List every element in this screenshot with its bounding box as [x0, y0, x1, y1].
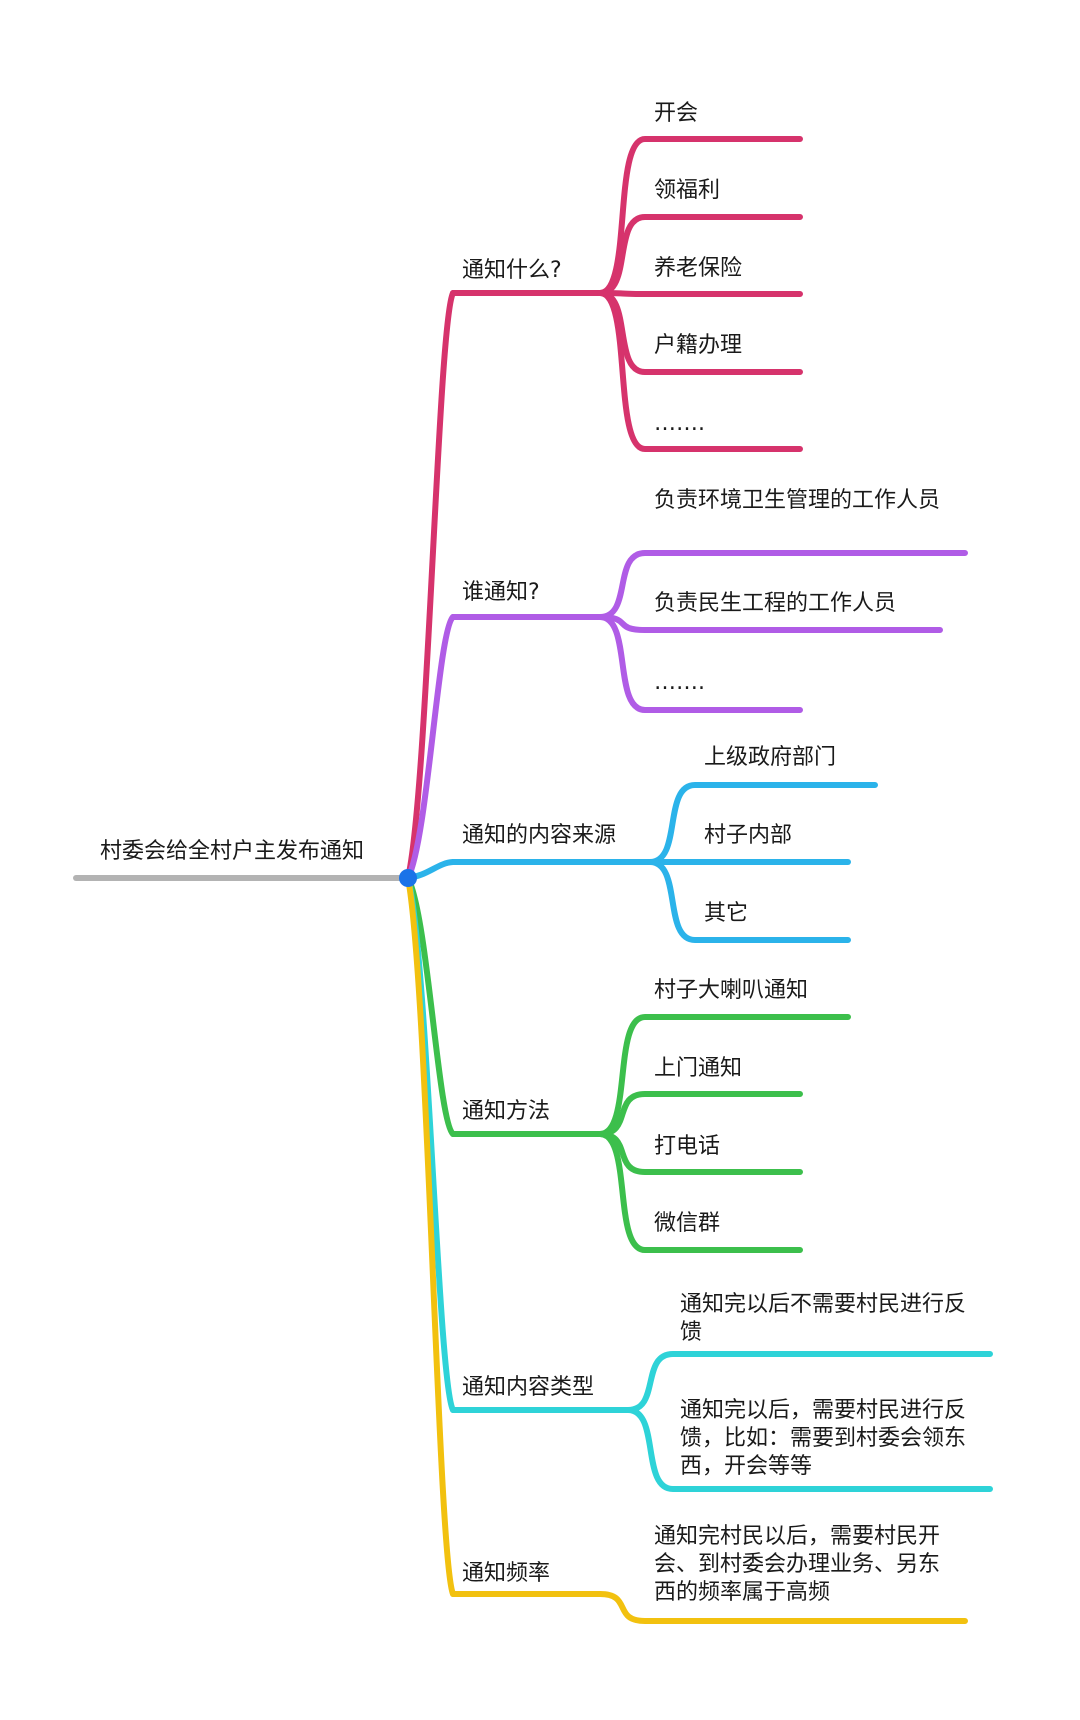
leaf-label: …….	[654, 670, 705, 695]
leaf-label: 养老保险	[654, 256, 743, 281]
root-node	[399, 869, 417, 887]
leaf-connector	[647, 859, 851, 943]
leaf-label: 开会	[654, 101, 699, 126]
leaf-label: 村子内部	[704, 823, 793, 848]
leaf-label: 户籍办理	[654, 333, 743, 358]
leaf-label: 通知完以后不需要村民进行反馈	[680, 1292, 967, 1345]
leaf-connector	[597, 550, 968, 620]
leaf-label: 其它	[704, 901, 749, 926]
leaf-label: 领福利	[654, 178, 721, 203]
leaf-connector	[597, 1014, 851, 1137]
branch-label-frequency: 通知频率	[462, 1561, 551, 1586]
leaf-label: 村子大喇叭通知	[654, 978, 809, 1003]
branch-trunk	[405, 614, 456, 881]
leaf-connector	[597, 614, 803, 713]
leaf-connector	[597, 290, 803, 297]
branch-label-source: 通知的内容来源	[462, 823, 617, 848]
branch-label-method: 通知方法	[462, 1099, 551, 1124]
leaf-label: 负责民生工程的工作人员	[654, 591, 897, 616]
leaf-label: 上门通知	[654, 1056, 743, 1081]
leaf-connector	[597, 214, 803, 296]
leaf-connector	[597, 290, 803, 452]
leaf-label: 通知完村民以后，需要村民开会、到村委会办理业务、另东西的频率属于高频	[654, 1524, 941, 1605]
leaf-label: 负责环境卫生管理的工作人员	[654, 488, 941, 513]
branch-trunk	[405, 875, 456, 1597]
leaf-label: 上级政府部门	[704, 745, 837, 770]
branch-label-who: 谁通知?	[462, 580, 540, 605]
leaf-connector	[597, 1591, 968, 1624]
leaf-connector	[597, 1091, 803, 1137]
leaf-connector	[647, 782, 878, 865]
branch-label-what: 通知什么?	[462, 258, 562, 283]
leaf-connector	[625, 1351, 993, 1413]
leaf-connector	[597, 614, 943, 633]
leaf-label: 打电话	[654, 1134, 721, 1159]
leaf-label: 微信群	[654, 1211, 721, 1236]
leaf-label: …….	[654, 411, 705, 436]
branch-label-type: 通知内容类型	[462, 1375, 595, 1400]
leaf-label: 通知完以后，需要村民进行反馈，比如：需要到村委会领东西，开会等等	[680, 1398, 967, 1479]
leaf-connector	[625, 1407, 993, 1492]
branch-trunk	[405, 875, 456, 1137]
root-label: 村委会给全村户主发布通知	[100, 839, 365, 864]
branch-trunk	[405, 290, 456, 881]
leaf-connector	[597, 1131, 803, 1253]
